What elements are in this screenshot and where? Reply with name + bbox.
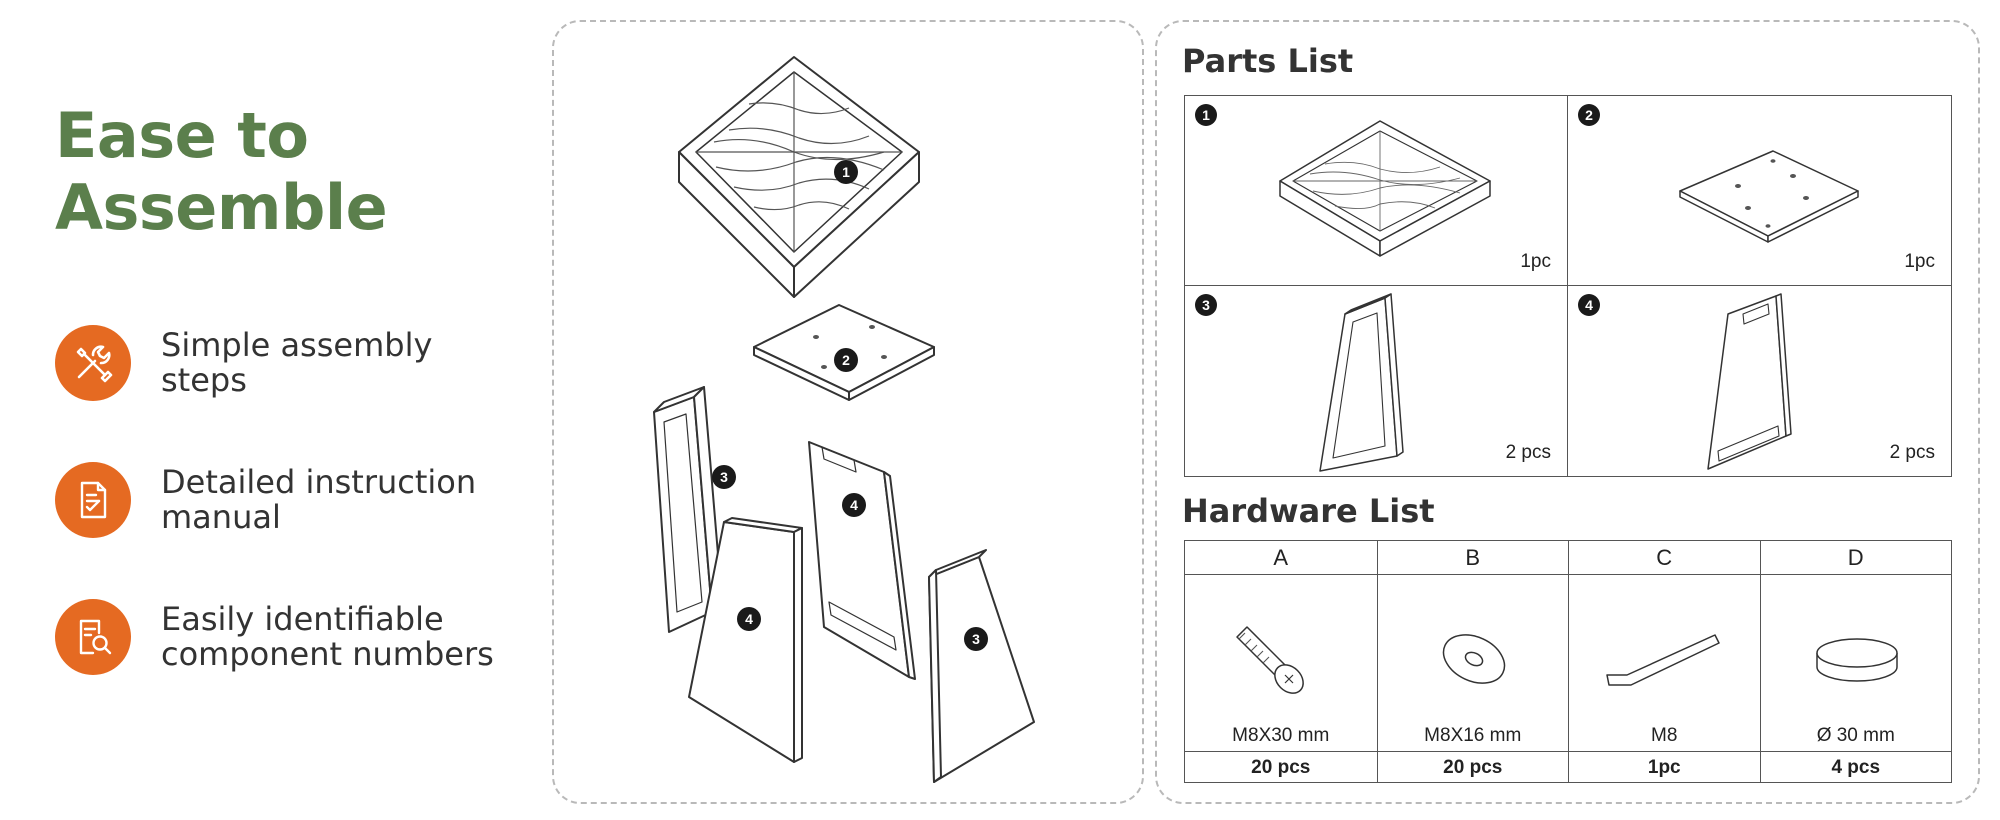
hardware-table: A M8X30 mm 20 pcs B <box>1184 540 1952 783</box>
part-number-badge: 1 <box>1195 104 1217 126</box>
callout-label: 4 <box>745 611 753 627</box>
document-search-icon <box>55 599 131 675</box>
hardware-letter: D <box>1760 541 1951 575</box>
feature-text: Detailed instruction manual <box>161 463 477 536</box>
exploded-callout-4b <box>737 607 761 631</box>
exploded-callout-3b <box>964 627 988 651</box>
callout-label: 2 <box>842 352 850 368</box>
hardware-count: 20 pcs <box>1377 751 1568 784</box>
exploded-view-panel: 1 2 3 4 4 3 <box>552 20 1144 804</box>
exploded-callout-3a <box>712 465 736 489</box>
part-quantity: 1pc <box>1520 251 1551 272</box>
hardware-list-title: Hardware List <box>1182 492 1435 530</box>
part-quantity: 2 pcs <box>1505 442 1551 463</box>
part-quantity: 1pc <box>1904 251 1935 272</box>
hardware-count: 1pc <box>1569 751 1760 784</box>
side-panel-illustration <box>1707 293 1792 470</box>
hardware-spec: Ø 30 mm <box>1816 725 1895 746</box>
feature-text: Simple assembly steps <box>161 326 433 399</box>
part-cell-1: 1 1pc <box>1185 96 1568 286</box>
hardware-column-b: B M8X16 mm 20 pcs <box>1376 541 1568 784</box>
part-number-badge: 2 <box>1578 104 1600 126</box>
part-number-badge: 3 <box>1195 294 1217 316</box>
washer-illustration <box>1442 634 1505 684</box>
headline-line-2: Assemble <box>55 171 388 244</box>
callout-label: 1 <box>842 164 850 180</box>
exploded-callout-4a <box>842 493 866 517</box>
hardware-count: 4 pcs <box>1760 751 1951 784</box>
part-cell-4: 4 2 pcs <box>1568 286 1951 476</box>
hardware-column-d: D Ø 30 mm 4 pcs <box>1759 541 1951 784</box>
hardware-column-a: A M8X30 mm 20 pcs <box>1185 541 1377 782</box>
hardware-letter: B <box>1377 541 1568 575</box>
plate-illustration <box>1679 150 1859 243</box>
feature-item: Simple assembly steps <box>55 325 521 401</box>
callout-label: 3 <box>720 469 728 485</box>
part-quantity: 2 pcs <box>1889 442 1935 463</box>
headline: Ease to Assemble <box>55 99 388 244</box>
callout-label: 3 <box>972 631 980 647</box>
exploded-callout-1 <box>834 160 858 184</box>
headline-line-1: Ease to <box>55 99 309 172</box>
hardware-spec: M8X16 mm <box>1424 725 1522 746</box>
part-cell-2: 2 1pc <box>1568 96 1951 286</box>
hex-key-illustration <box>1606 634 1720 686</box>
parts-grid: 1 1pc 2 1pc <box>1184 95 1952 477</box>
manual-icon <box>55 462 131 538</box>
hardware-letter: A <box>1185 541 1377 575</box>
hardware-spec: M8X30 mm <box>1232 725 1330 746</box>
exploded-callout-2 <box>834 348 858 372</box>
tray-illustration <box>1279 120 1491 257</box>
leg-frame-illustration <box>1319 293 1404 472</box>
feature-item: Easily identifiable component numbers <box>55 599 521 675</box>
feature-item: Detailed instruction manual <box>55 462 521 538</box>
part-cell-3: 3 2 pcs <box>1185 286 1568 476</box>
parts-panel: Parts List 1 1pc <box>1155 20 1980 804</box>
parts-list-title: Parts List <box>1182 42 1354 80</box>
hardware-spec: M8 <box>1651 725 1678 746</box>
hardware-count: 20 pcs <box>1185 751 1377 784</box>
hardware-letter: C <box>1569 541 1760 575</box>
pad-illustration <box>1815 638 1898 682</box>
callout-label: 4 <box>850 497 858 513</box>
exploded-view-diagram: 1 2 3 4 4 3 <box>653 56 1035 783</box>
bolt-illustration <box>1236 626 1304 694</box>
part-number-badge: 4 <box>1578 294 1600 316</box>
feature-text: Easily identifiable component numbers <box>161 600 494 673</box>
hardware-column-c: C M8 1pc <box>1568 541 1760 782</box>
tools-icon <box>55 325 131 401</box>
